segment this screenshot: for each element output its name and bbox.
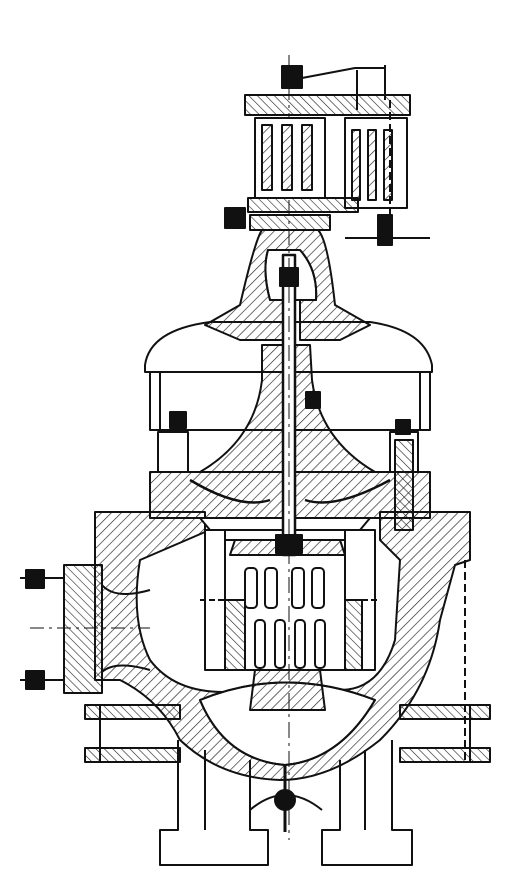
support-frame [84,560,491,763]
inlet-flange [20,564,151,694]
runner [200,529,380,711]
governor-head [244,65,430,246]
